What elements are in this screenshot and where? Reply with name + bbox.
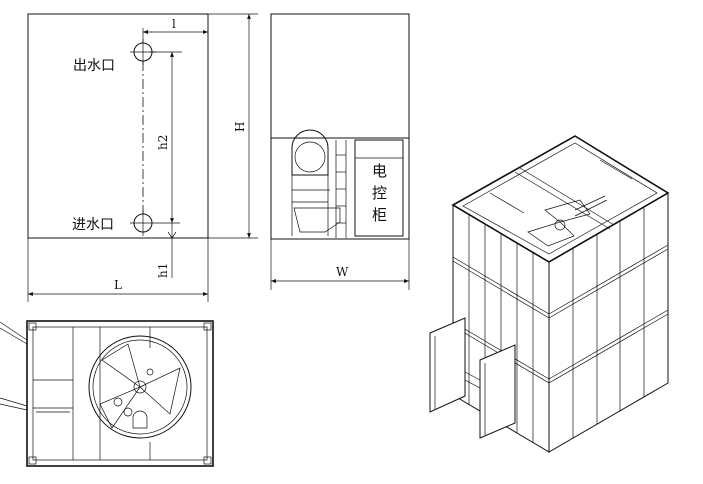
- front-view-outline: [27, 13, 209, 239]
- inlet-label: 进水口: [72, 217, 114, 233]
- isometric-view: [429, 135, 670, 453]
- dim-L-label: L: [114, 278, 122, 292]
- iso-door-left: [429, 317, 466, 413]
- inlet-circle: [130, 210, 180, 236]
- top-view-outline: [26, 320, 214, 467]
- dim-l-label: l: [172, 17, 176, 31]
- ladder: [335, 140, 347, 238]
- tank-drum: [291, 129, 341, 236]
- cabinet-label-3: 柜: [372, 206, 387, 224]
- side-view-outline: [270, 13, 410, 240]
- dim-W-label: W: [336, 265, 349, 279]
- front-view: 出水口 进水口 l h2 h1 H L: [27, 13, 258, 302]
- top-view: [0, 320, 214, 467]
- outlet-label: 出水口: [73, 58, 115, 74]
- dim-h1-label: h1: [156, 263, 170, 278]
- control-cabinet: 电 控 柜: [354, 139, 404, 237]
- side-view: 电 控 柜 W: [270, 13, 410, 290]
- tank-top-circle: [88, 335, 192, 439]
- dim-H-label: H: [233, 122, 247, 132]
- iso-right-face: [548, 192, 669, 453]
- iso-door-right: [479, 344, 516, 439]
- cabinet-label-1: 电: [372, 162, 387, 180]
- door-swing-1: [0, 321, 28, 341]
- door-swing-2: [0, 397, 28, 407]
- cabinet-label-2: 控: [372, 184, 387, 202]
- dim-h2-label: h2: [156, 135, 170, 150]
